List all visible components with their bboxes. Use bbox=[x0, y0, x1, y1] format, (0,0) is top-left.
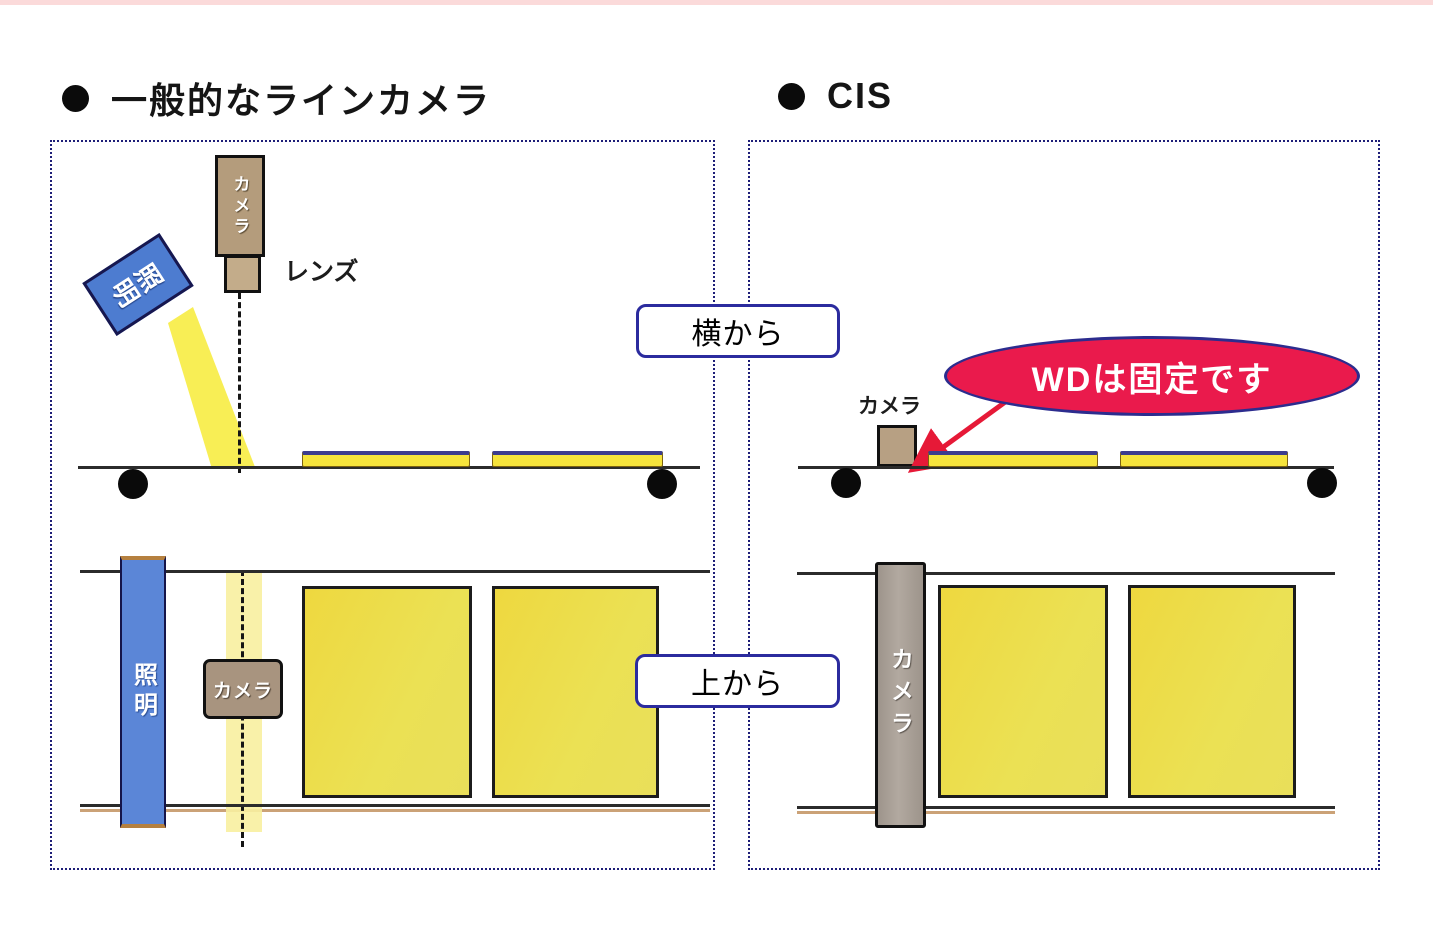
light-bar: 照明 bbox=[120, 556, 166, 828]
camera-axis-dashed-line bbox=[238, 293, 241, 473]
wd-callout-label: WDは固定です bbox=[1031, 360, 1273, 399]
workpiece-square bbox=[492, 586, 659, 798]
cis-camera-bar-label: カメラ bbox=[887, 647, 914, 743]
cis-camera-bar: カメラ bbox=[875, 562, 926, 828]
conveyor-edge-bottom bbox=[797, 806, 1335, 809]
top-view-camera-label: カメラ bbox=[212, 680, 273, 702]
workpiece-slab bbox=[928, 451, 1098, 467]
cis-panel bbox=[748, 140, 1380, 870]
lens-label: レンズ bbox=[284, 258, 359, 286]
wd-callout-bubble: WDは固定です bbox=[944, 336, 1360, 416]
top-view-camera-box: カメラ bbox=[203, 659, 283, 719]
workpiece-square bbox=[938, 585, 1108, 798]
bullet-icon bbox=[62, 84, 89, 112]
top-edge-strip bbox=[0, 0, 1433, 5]
workpiece-square bbox=[1128, 585, 1296, 798]
roller bbox=[1307, 468, 1337, 498]
workpiece-square bbox=[302, 586, 472, 798]
conveyor-edge-bottom bbox=[80, 804, 710, 807]
line-camera-panel bbox=[50, 140, 715, 870]
workpiece-slab bbox=[302, 451, 470, 467]
header-line-camera-label: 一般的なラインカメラ bbox=[111, 80, 492, 121]
cis-camera-label: カメラ bbox=[858, 395, 921, 418]
conveyor-edge-top bbox=[80, 570, 710, 573]
line-camera-body-label: カメラ bbox=[230, 174, 250, 238]
header-line-camera: 一般的なラインカメラ bbox=[62, 72, 491, 124]
header-cis: CIS bbox=[778, 75, 893, 117]
workpiece-slab bbox=[1120, 451, 1288, 467]
roller bbox=[647, 469, 677, 499]
light-bar-label: 照明 bbox=[129, 662, 157, 722]
conveyor-line-side-right bbox=[798, 466, 1334, 469]
bullet-icon bbox=[778, 82, 805, 110]
lens-box bbox=[224, 255, 261, 293]
conveyor-shadow-line bbox=[797, 811, 1335, 814]
top-view-label-box: 上から bbox=[635, 654, 840, 708]
line-camera-body: カメラ bbox=[215, 155, 265, 257]
light-beam bbox=[168, 307, 255, 469]
side-view-label-box: 横から bbox=[636, 304, 840, 358]
top-view-label: 上から bbox=[691, 668, 784, 701]
conveyor-line-side-left bbox=[78, 466, 700, 469]
header-cis-label: CIS bbox=[827, 75, 894, 116]
conveyor-edge-top bbox=[797, 572, 1335, 575]
roller bbox=[118, 469, 148, 499]
workpiece-slab bbox=[492, 451, 663, 467]
conveyor-shadow-line bbox=[80, 809, 710, 812]
side-view-label: 横から bbox=[691, 318, 785, 351]
roller bbox=[831, 468, 861, 498]
